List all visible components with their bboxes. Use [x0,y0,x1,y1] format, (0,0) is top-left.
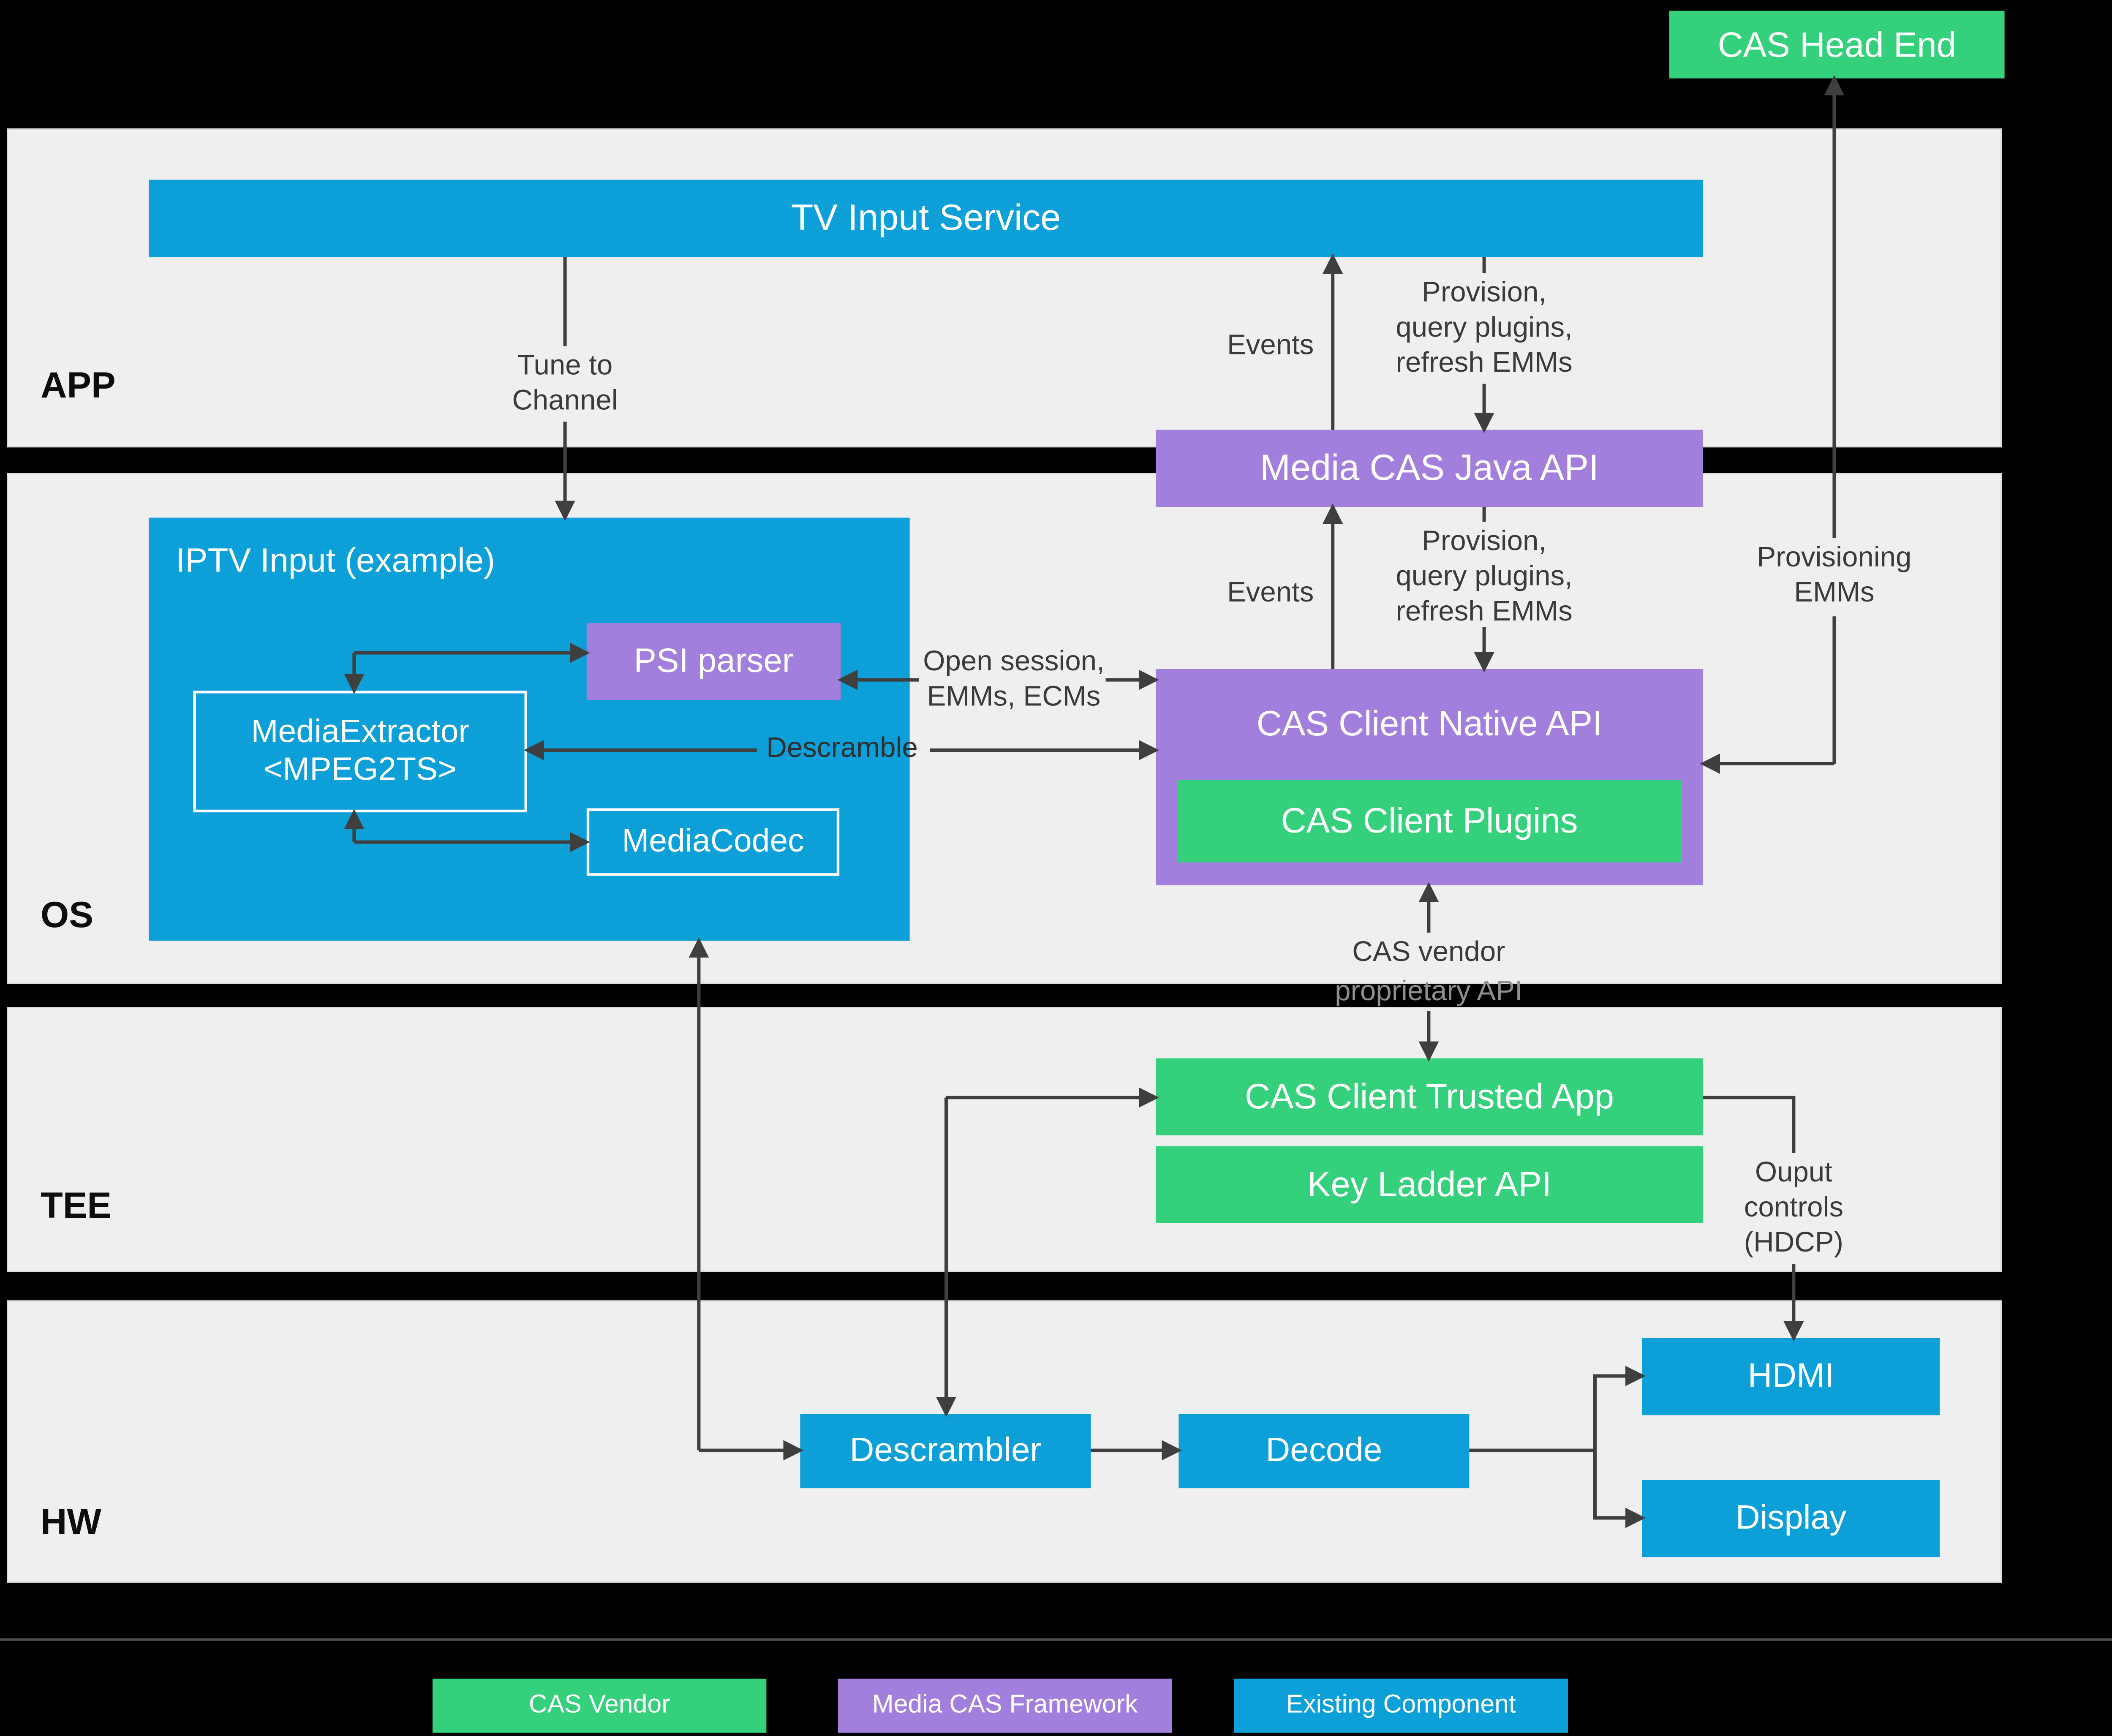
node-media-cas-java-api: Media CAS Java API [1156,430,1703,507]
band-label-tee: TEE [41,1185,112,1226]
legend-media-cas-framework: Media CAS Framework [838,1679,1172,1733]
edge-label-events-app: Events [1227,329,1314,361]
band-app [7,128,2002,448]
edge-label-provisioning-emms: Provisioning EMMs [1757,542,1912,608]
band-label-os: OS [41,895,93,936]
edge-label-provision-os: Provision, query plugins, refresh EMMs [1396,525,1573,627]
edge-label-cas-vendor-line2: proprietary API [1335,976,1523,1007]
band-label-hw: HW [41,1502,101,1543]
cas-client-native-api-title: CAS Client Native API [1256,702,1603,743]
bottom-divider-line [0,1638,2112,1641]
node-hdmi: HDMI [1642,1338,1940,1415]
node-cas-head-end: CAS Head End [1669,11,2005,79]
node-display: Display [1642,1480,1940,1557]
edge-label-provision-app: Provision, query plugins, refresh EMMs [1396,277,1573,378]
node-iptv-input: IPTV Input (example) [149,517,910,941]
node-tv-input-service: TV Input Service [149,180,1703,257]
node-media-codec: MediaCodec [586,808,840,876]
edge-label-output-controls: Ouput controls (HDCP) [1744,1157,1844,1259]
edge-label-events-os: Events [1227,577,1314,608]
legend-cas-vendor: CAS Vendor [433,1679,767,1733]
node-descrambler: Descrambler [800,1414,1091,1488]
node-decode: Decode [1178,1414,1470,1488]
edge-label-descramble: Descramble [766,732,918,764]
node-cas-client-plugins: CAS Client Plugins [1177,780,1682,863]
iptv-input-title: IPTV Input (example) [176,542,495,580]
node-psi-parser: PSI parser [586,623,841,700]
node-cas-client-trusted-app: CAS Client Trusted App [1156,1058,1703,1135]
node-cas-client-native-api: CAS Client Native API CAS Client Plugins [1156,669,1703,885]
legend-existing-component: Existing Component [1234,1679,1568,1733]
node-media-extractor: MediaExtractor <MPEG2TS> [193,691,528,813]
edge-label-cas-vendor-line1: CAS vendor [1352,936,1505,968]
edge-label-open-session: Open session, EMMs, ECMs [923,646,1105,713]
node-key-ladder-api: Key Ladder API [1156,1146,1703,1223]
edge-label-tune-to-channel: Tune to Channel [512,350,618,416]
band-label-app: APP [41,365,116,405]
band-tee [7,1007,2002,1272]
